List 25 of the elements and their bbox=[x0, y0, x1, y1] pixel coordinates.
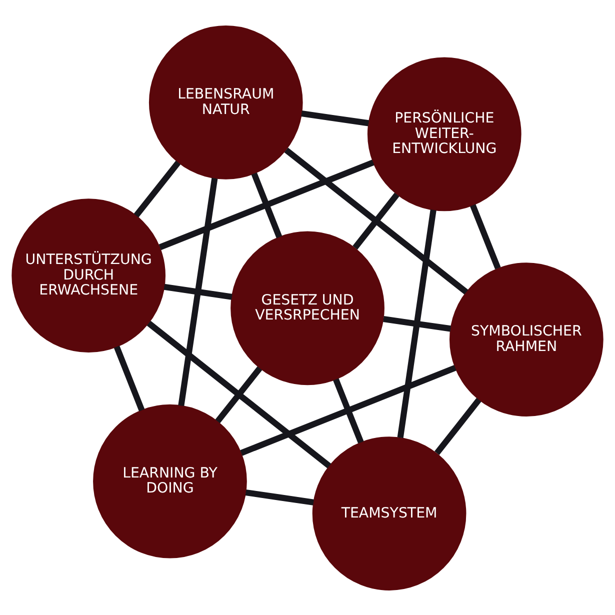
connector bbox=[114, 345, 145, 411]
connector bbox=[301, 110, 370, 126]
connector bbox=[164, 283, 232, 300]
connector bbox=[158, 159, 374, 250]
connector bbox=[178, 177, 218, 406]
connector bbox=[251, 172, 282, 238]
connector bbox=[333, 378, 364, 444]
node-circle: UNTERSTÜTZUNG DURCH ERWACHSENE bbox=[12, 198, 166, 352]
connector bbox=[284, 147, 468, 294]
connector bbox=[434, 397, 482, 455]
connector bbox=[146, 320, 332, 468]
connector bbox=[240, 364, 456, 456]
connector bbox=[245, 488, 314, 505]
node-circle: TEAMSYSTEM bbox=[312, 436, 466, 590]
connector bbox=[470, 204, 501, 269]
node-circle: LEBENSRAUM NATUR bbox=[148, 25, 303, 179]
node-circle: SYMBOLISCHER RAHMEN bbox=[449, 262, 604, 416]
connector bbox=[383, 316, 452, 332]
connector bbox=[215, 366, 262, 423]
node-circle: GESETZ UND VERSRPECHEN bbox=[230, 230, 384, 385]
node-circle: LEARNING BY DOING bbox=[93, 404, 247, 558]
connector bbox=[134, 160, 181, 218]
connector bbox=[352, 192, 400, 250]
connector bbox=[397, 208, 436, 438]
node-circle: PERSÖNLICHE WEITER- ENTWICKLUNG bbox=[367, 56, 522, 211]
